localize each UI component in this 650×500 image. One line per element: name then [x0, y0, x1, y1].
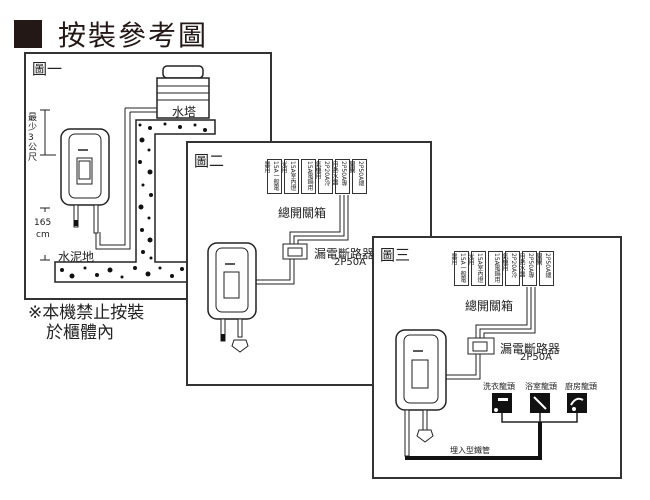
tower-body — [156, 77, 210, 119]
title-text: 按裝參考圖 — [58, 19, 209, 52]
laundry-faucet-label: 洗衣龍頭 — [483, 382, 515, 391]
title-square-icon — [14, 20, 42, 48]
figure-3-leakage-rating: 2P50A — [520, 352, 552, 363]
figure-3-leakage-breaker-label: 漏電斷路器 — [500, 342, 561, 356]
figure-3-label: 圖三 — [380, 246, 411, 264]
breaker: 2P20A冷氣機用 — [501, 251, 520, 286]
figure-1-label: 圖一 — [32, 60, 63, 78]
breaker: 15A一般電器用 — [450, 251, 469, 286]
breaker: 2P50A總開關 — [535, 251, 554, 286]
water-heater-1 — [60, 128, 110, 234]
kitchen-faucet-icon — [567, 393, 587, 413]
breaker: 15A電鍋用 — [488, 251, 503, 286]
breaker: 2P50A專用熱水器 — [331, 159, 350, 194]
buried-pipe-label: 埋入型鐵管 — [450, 446, 490, 455]
cement-floor-label: 水泥地 — [58, 250, 95, 264]
figure-3-panel — [372, 236, 622, 479]
bathroom-faucet-label: 浴室龍頭 — [525, 382, 557, 391]
figure-2-label: 圖二 — [194, 152, 225, 170]
water-heater-3 — [395, 329, 447, 457]
breaker: 15A一般電器用 — [263, 159, 282, 194]
figure-2-leakage-breaker-label: 漏電斷路器 — [314, 247, 375, 261]
water-tower-label: 水塔 — [172, 105, 197, 119]
note-line-2: 於櫃體內 — [46, 323, 114, 343]
figure-3-breaker-panel: 15A一般電器用 15A室內燈光用 15A電鍋用 2P20A冷氣機用 2P50A… — [450, 251, 554, 286]
breaker: 15A室內燈光用 — [280, 159, 299, 194]
note-line-1: ※本機禁止按裝 — [28, 303, 145, 323]
breaker: 15A室內燈光用 — [467, 251, 486, 286]
concrete-dots — [60, 122, 207, 279]
figure-2-main-box-label: 總開關箱 — [278, 206, 327, 220]
figure-3-main-box-label: 總開關箱 — [465, 299, 514, 313]
breaker: 2P20A冷氣機用 — [314, 159, 333, 194]
water-heater-2 — [207, 242, 257, 353]
height-165-label: 165 — [34, 218, 52, 228]
kitchen-faucet-label: 廚房龍頭 — [565, 382, 597, 391]
height-unit-label: cm — [36, 230, 50, 240]
breaker: 15A電鍋用 — [301, 159, 316, 194]
min-height-label: 最少3公尺 — [28, 113, 38, 163]
figure-2-breaker-panel: 15A一般電器用 15A室內燈光用 15A電鍋用 2P20A冷氣機用 2P50A… — [263, 159, 367, 194]
breaker: 2P50A總開關 — [348, 159, 367, 194]
installation-note: ※本機禁止按裝 於櫃體內 — [28, 303, 144, 343]
figure-2-leakage-rating: 2P50A — [334, 257, 366, 268]
breaker: 2P50A專用熱水器 — [518, 251, 537, 286]
page-title: 按裝參考圖 — [14, 14, 208, 54]
